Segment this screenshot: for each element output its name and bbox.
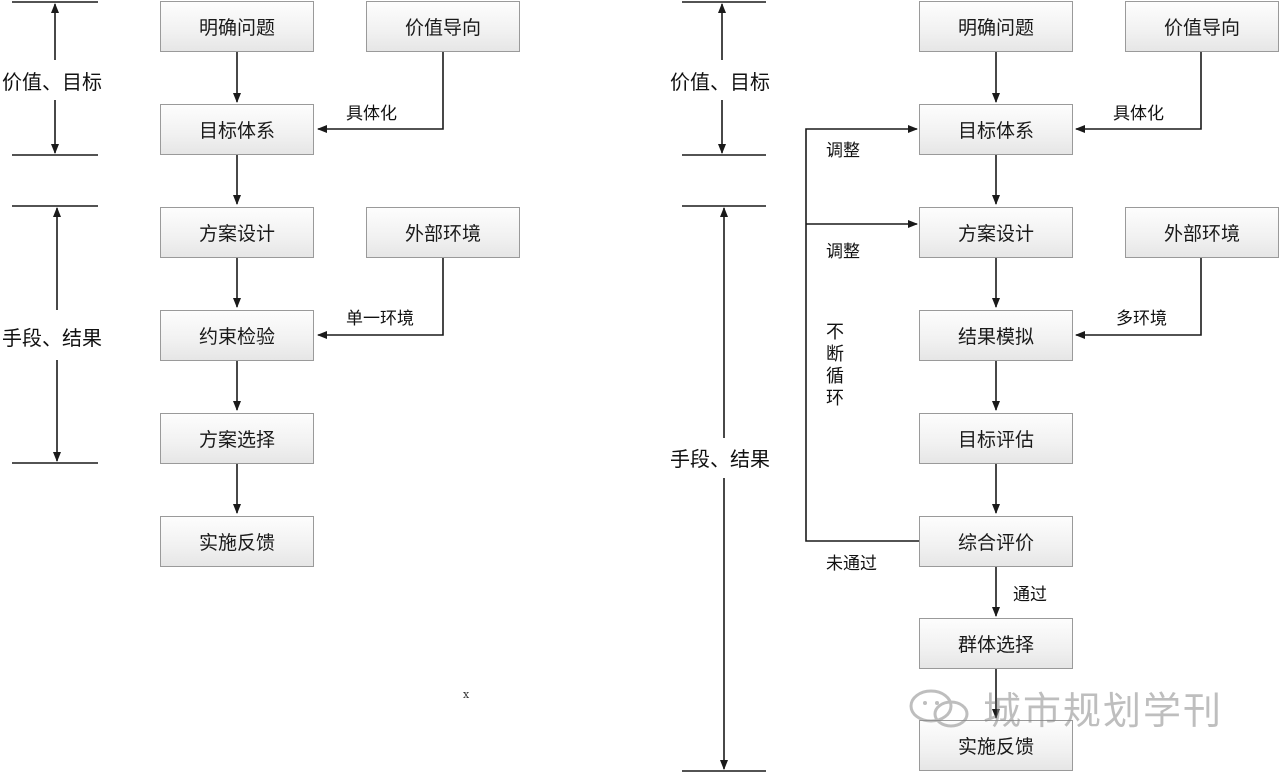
right-label-adjust-bottom: 调整: [826, 242, 860, 262]
watermark: 城市规划学刊: [905, 680, 1223, 735]
right-box-group-selection: 群体选择: [919, 618, 1073, 669]
right-label-concretize: 具体化: [1113, 104, 1164, 124]
left-box-external-env: 外部环境: [366, 207, 520, 258]
right-label-adjust-top: 调整: [826, 141, 860, 161]
stray-x-mark: x: [463, 688, 470, 701]
left-box-define-problem: 明确问题: [160, 1, 314, 52]
right-box-plan-design: 方案设计: [919, 207, 1073, 258]
left-box-implementation-feedback: 实施反馈: [160, 516, 314, 567]
loop-char-3: 循: [826, 366, 844, 387]
left-box-plan-design: 方案设计: [160, 207, 314, 258]
left-label-concretize: 具体化: [346, 104, 397, 124]
right-box-external-env: 外部环境: [1125, 207, 1279, 258]
right-box-goal-system: 目标体系: [919, 104, 1073, 155]
right-box-define-problem: 明确问题: [919, 1, 1073, 52]
watermark-text: 城市规划学刊: [983, 689, 1224, 733]
right-box-goal-assessment: 目标评估: [919, 413, 1073, 464]
right-label-multi-env: 多环境: [1116, 309, 1167, 329]
wechat-icon: [909, 689, 969, 727]
left-box-constraint-check: 约束检验: [160, 310, 314, 361]
loop-char-2: 断: [826, 344, 844, 365]
right-label-not-passed: 未通过: [826, 554, 877, 574]
right-value-goal-label: 价值、目标: [666, 64, 774, 97]
left-label-single-env: 单一环境: [346, 309, 414, 329]
left-means-result-label: 手段、结果: [0, 320, 106, 353]
left-value-goal-label: 价值、目标: [0, 64, 106, 97]
left-box-plan-selection: 方案选择: [160, 413, 314, 464]
right-means-result-label: 手段、结果: [666, 441, 774, 474]
right-box-implementation-feedback: 实施反馈: [919, 720, 1073, 771]
right-box-comprehensive-evaluation: 综合评价: [919, 516, 1073, 567]
loop-char-4: 环: [826, 388, 844, 409]
right-label-passed: 通过: [1013, 585, 1047, 605]
left-box-goal-system: 目标体系: [160, 104, 314, 155]
loop-char-1: 不: [826, 322, 844, 343]
right-label-continuous-loop: 不 断 循 环: [825, 322, 845, 410]
right-box-result-simulation: 结果模拟: [919, 310, 1073, 361]
left-box-value-orientation: 价值导向: [366, 1, 520, 52]
right-box-value-orientation: 价值导向: [1125, 1, 1279, 52]
